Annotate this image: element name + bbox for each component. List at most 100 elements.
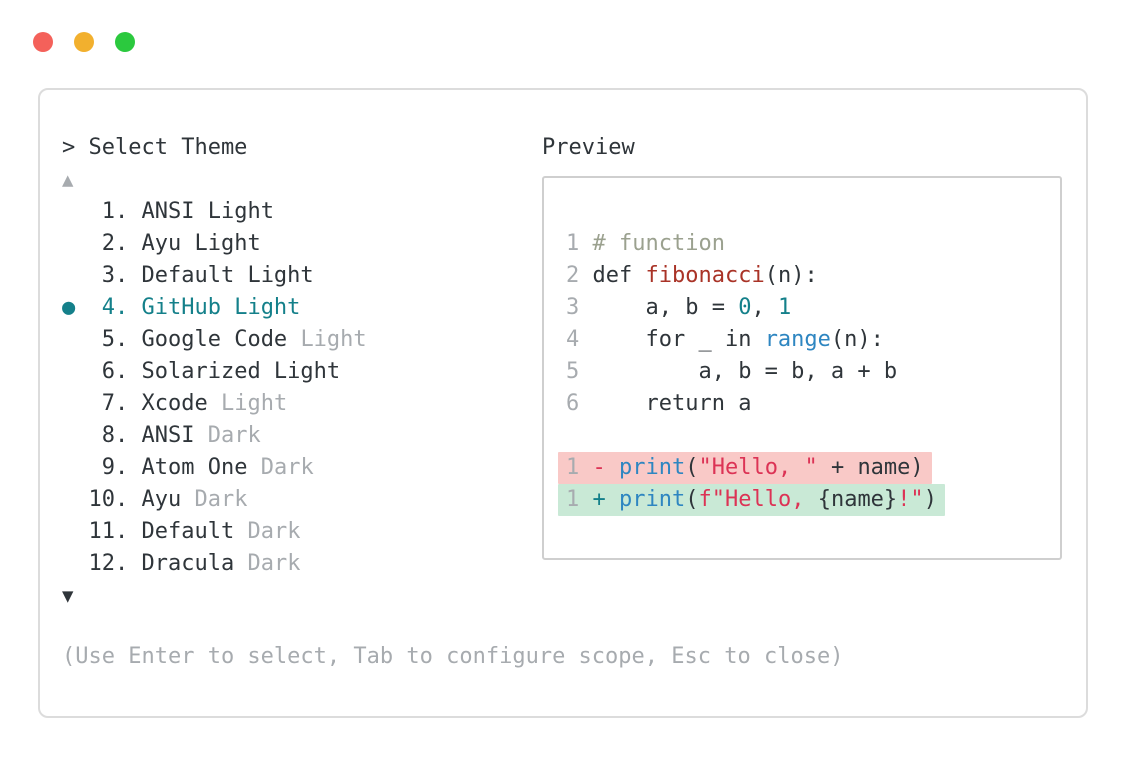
code-token: print bbox=[619, 455, 686, 480]
code-token: f"Hello, bbox=[698, 487, 818, 512]
theme-item-label: Ayu bbox=[141, 487, 195, 512]
line-number: 6 bbox=[566, 391, 593, 416]
code-token: {name} bbox=[817, 487, 898, 512]
theme-list-item[interactable]: 8. ANSI Dark bbox=[62, 420, 367, 452]
theme-item-label: Default Light bbox=[141, 263, 314, 288]
code-token: a, b = b, a + b bbox=[592, 359, 898, 384]
item-bullet-placeholder bbox=[62, 199, 89, 224]
code-token: (n): bbox=[830, 327, 884, 352]
theme-item-label: Ayu Light bbox=[141, 231, 261, 256]
line-number: 1 bbox=[566, 487, 593, 512]
theme-item-number: 10. bbox=[88, 487, 142, 512]
theme-item-variant-label: Dark bbox=[194, 487, 248, 512]
scroll-down-icon[interactable]: ▼ bbox=[62, 585, 74, 607]
code-token: ( bbox=[685, 487, 699, 512]
theme-item-number: 4. bbox=[88, 295, 142, 320]
theme-list-item[interactable]: 3. Default Light bbox=[62, 260, 367, 292]
code-token: a, b = bbox=[592, 295, 739, 320]
theme-list-item[interactable]: ● 4. GitHub Light bbox=[62, 292, 367, 324]
theme-item-number: 12. bbox=[88, 551, 142, 576]
preview-title: Preview bbox=[542, 135, 635, 160]
item-bullet-placeholder bbox=[62, 263, 89, 288]
code-token: 1 bbox=[777, 295, 792, 320]
diff-highlight-added: 1 + print(f"Hello, {name}!") bbox=[558, 484, 945, 516]
code-token: ) bbox=[923, 487, 937, 512]
theme-item-label: Solarized Light bbox=[141, 359, 341, 384]
theme-item-variant-label: Dark bbox=[260, 455, 314, 480]
code-line: 6 return a bbox=[566, 388, 945, 420]
theme-item-number: 5. bbox=[88, 327, 142, 352]
theme-list-item[interactable]: 12. Dracula Dark bbox=[62, 548, 367, 580]
code-token: , bbox=[751, 295, 778, 320]
theme-item-label: Default bbox=[141, 519, 248, 544]
theme-list-item[interactable]: 10. Ayu Dark bbox=[62, 484, 367, 516]
scroll-up-icon[interactable]: ▲ bbox=[62, 169, 74, 191]
theme-item-variant-label: Light bbox=[220, 391, 288, 416]
code-token: return a bbox=[592, 391, 752, 416]
theme-list-item[interactable]: 7. Xcode Light bbox=[62, 388, 367, 420]
theme-item-label: Atom One bbox=[141, 455, 261, 480]
code-token: (n): bbox=[764, 263, 818, 288]
theme-item-label: Dracula bbox=[141, 551, 248, 576]
code-token: # function bbox=[592, 231, 725, 256]
theme-item-label: ANSI Light bbox=[141, 199, 274, 224]
theme-list-item[interactable]: 1. ANSI Light bbox=[62, 196, 367, 228]
theme-item-label: Xcode bbox=[141, 391, 221, 416]
item-bullet-placeholder bbox=[62, 519, 89, 544]
line-number: 2 bbox=[566, 263, 593, 288]
code-token: print bbox=[619, 487, 686, 512]
theme-list-item[interactable]: 2. Ayu Light bbox=[62, 228, 367, 260]
theme-list-item[interactable]: 11. Default Dark bbox=[62, 516, 367, 548]
theme-item-variant-label: Dark bbox=[207, 423, 261, 448]
line-number: 1 bbox=[566, 231, 593, 256]
diff-highlight-removed: 1 - print("Hello, " + name) bbox=[558, 452, 932, 484]
theme-item-variant-label: Dark bbox=[247, 519, 301, 544]
item-bullet-placeholder bbox=[62, 231, 89, 256]
theme-list-item[interactable]: 5. Google Code Light bbox=[62, 324, 367, 356]
code-line: 2 def fibonacci(n): bbox=[566, 260, 945, 292]
theme-item-label: ANSI bbox=[141, 423, 208, 448]
code-line: 3 a, b = 0, 1 bbox=[566, 292, 945, 324]
blank-line bbox=[566, 420, 945, 452]
theme-item-number: 1. bbox=[88, 199, 142, 224]
diff-line-removed: 1 - print("Hello, " + name) bbox=[558, 452, 945, 484]
item-bullet-placeholder bbox=[62, 391, 89, 416]
theme-item-number: 6. bbox=[88, 359, 142, 384]
theme-item-number: 9. bbox=[88, 455, 142, 480]
theme-list-item[interactable]: 9. Atom One Dark bbox=[62, 452, 367, 484]
code-token: range bbox=[764, 327, 831, 352]
code-line: 5 a, b = b, a + b bbox=[566, 356, 945, 388]
traffic-light-zoom[interactable] bbox=[115, 32, 135, 52]
item-bullet-placeholder bbox=[62, 423, 89, 448]
select-theme-prompt: > Select Theme bbox=[62, 135, 248, 160]
code-token: + bbox=[592, 487, 619, 512]
window-traffic-lights bbox=[33, 32, 135, 52]
code-token: ( bbox=[685, 455, 699, 480]
code-token: 0 bbox=[738, 295, 752, 320]
item-bullet-placeholder bbox=[62, 551, 89, 576]
line-number: 1 bbox=[566, 455, 593, 480]
theme-item-number: 11. bbox=[88, 519, 142, 544]
code-token: + name) bbox=[817, 455, 924, 480]
traffic-light-close[interactable] bbox=[33, 32, 53, 52]
item-bullet-placeholder bbox=[62, 359, 89, 384]
diff-line-added: 1 + print(f"Hello, {name}!") bbox=[558, 484, 945, 516]
traffic-light-minimize[interactable] bbox=[74, 32, 94, 52]
code-token: fibonacci bbox=[645, 263, 765, 288]
theme-item-number: 8. bbox=[88, 423, 142, 448]
code-token: for _ in bbox=[592, 327, 765, 352]
code-line: 1 # function bbox=[566, 228, 945, 260]
code-line: 4 for _ in range(n): bbox=[566, 324, 945, 356]
hint-text: (Use Enter to select, Tab to configure s… bbox=[62, 644, 844, 669]
item-bullet-placeholder bbox=[62, 455, 89, 480]
theme-list-item[interactable]: 6. Solarized Light bbox=[62, 356, 367, 388]
selected-item-bullet: ● bbox=[62, 295, 89, 320]
theme-item-variant-label: Dark bbox=[247, 551, 301, 576]
theme-item-label: Google Code bbox=[141, 327, 301, 352]
code-token: - bbox=[592, 455, 619, 480]
line-number: 4 bbox=[566, 327, 593, 352]
code-token: !" bbox=[897, 487, 924, 512]
item-bullet-placeholder bbox=[62, 487, 89, 512]
